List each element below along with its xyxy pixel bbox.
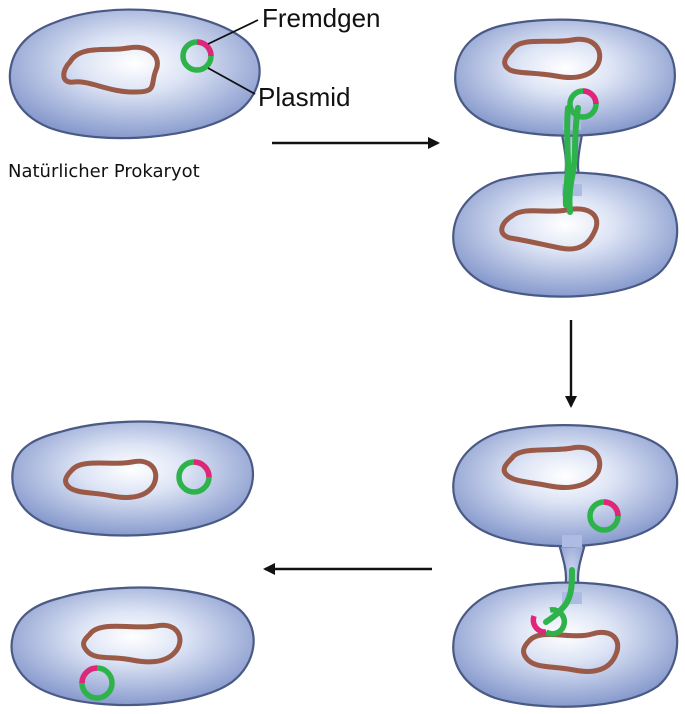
conjugation-stage: [452, 18, 679, 298]
plasmid-label: Plasmid: [258, 82, 350, 112]
natural-prokaryote-caption: Natürlicher Prokaryot: [8, 161, 200, 182]
recombinant-cell-bottom: [10, 586, 255, 707]
chromosome: [61, 44, 160, 95]
chromosome: [502, 36, 603, 80]
plasmid-with-foreign-gene: [180, 39, 214, 73]
plasmid-with-foreign-gene: [587, 499, 621, 533]
plasmid-with-foreign-gene: [567, 88, 599, 120]
plasmid-transfer-strand: [566, 105, 581, 215]
recipient-cell: [452, 171, 679, 298]
plasmid-transfer-strand: [562, 105, 571, 208]
plasmid-with-foreign-gene: [530, 607, 568, 637]
plasmid-transfer-stage: [452, 424, 679, 708]
plasmid-leader: [207, 67, 256, 95]
plasmid-with-foreign-gene: [176, 459, 212, 495]
chromosome: [63, 458, 159, 500]
foreign-gene-label: Fremdgen: [262, 3, 381, 33]
chromosome: [81, 622, 183, 665]
plasmid-transfer-strand: [543, 567, 575, 625]
foreign-gene-leader: [207, 19, 259, 45]
plasmid-with-foreign-gene: [79, 665, 115, 701]
chromosome: [501, 444, 603, 490]
recipient-cell: [452, 581, 679, 708]
cell-natural-prokaryote: [8, 8, 261, 140]
chromosome: [521, 630, 621, 674]
chromosome: [499, 206, 600, 252]
recombinant-cell-top: [11, 420, 254, 537]
